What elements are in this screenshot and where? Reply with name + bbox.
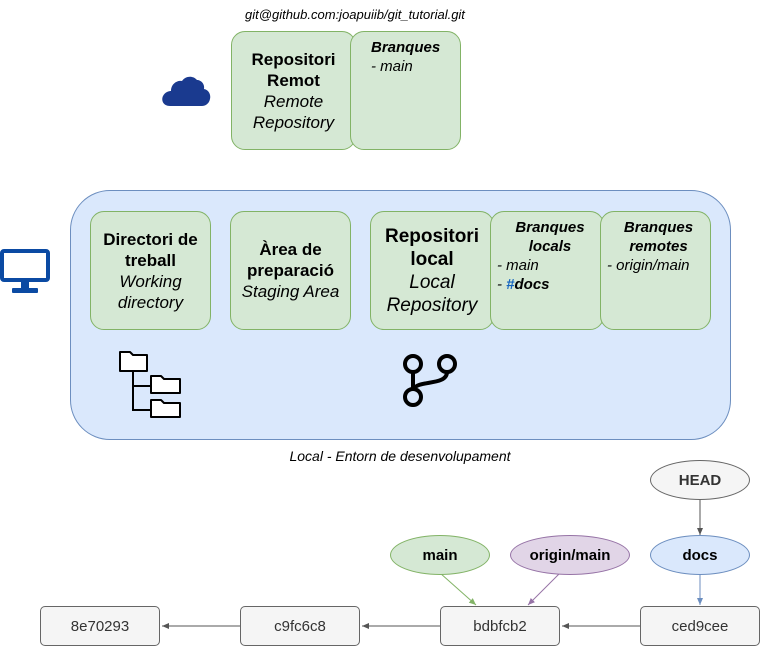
remote-title-2: Remot: [267, 70, 320, 90]
remote-tracking-header-1: Branques: [623, 219, 694, 236]
working-dir-subtitle-1: Working: [119, 271, 182, 291]
local-branch-main: - main: [497, 257, 539, 274]
docs-ref[interactable]: docs: [650, 535, 750, 575]
working-dir-subtitle-2: directory: [117, 292, 184, 312]
local-branch-docs-hash: #: [506, 276, 515, 293]
remote-branches-box[interactable]: Branques - main: [350, 31, 461, 150]
edge-main-to-bdbfcb2: [439, 572, 477, 606]
remote-branches-header: Branques: [371, 39, 441, 56]
edge-origin-main-to-bdbfcb2: [527, 572, 561, 606]
monitor-icon: [0, 249, 50, 295]
local-repository-box[interactable]: Repositori local Local Repository: [370, 211, 494, 330]
commit-8e70293[interactable]: 8e70293: [40, 606, 160, 646]
staging-area-box[interactable]: Àrea de preparació Staging Area: [230, 211, 351, 330]
origin-main-ref[interactable]: origin/main: [510, 535, 630, 575]
staging-title-1: Àrea de: [259, 240, 322, 259]
commit-bdbfcb2[interactable]: bdbfcb2: [440, 606, 560, 646]
head-ref[interactable]: HEAD: [650, 460, 750, 500]
cloud-icon: [160, 74, 212, 108]
local-branches-header-1: Branques: [515, 219, 585, 236]
remote-tracking-header-2: remotes: [629, 238, 688, 255]
staging-title-2: preparació: [247, 261, 334, 280]
remote-tracking-origin-main: - origin/main: [607, 257, 690, 274]
local-environment-caption: Local - Entorn de desenvolupament: [289, 448, 511, 464]
folder-tree-icon: [117, 350, 183, 420]
remote-repository-box[interactable]: Repositori Remot Remote Repository: [231, 31, 356, 150]
local-branch-docs: - #docs: [497, 275, 603, 294]
remote-tracking-branches-box[interactable]: Branques remotes - origin/main: [600, 211, 711, 330]
staging-subtitle: Staging Area: [241, 282, 340, 301]
commit-c9fc6c8[interactable]: c9fc6c8: [240, 606, 360, 646]
local-repo-subtitle-1: Local: [409, 271, 455, 293]
remote-subtitle-1: Remote: [263, 91, 324, 111]
remote-url: git@github.com:joapuiib/git_tutorial.git: [245, 7, 465, 22]
local-branch-docs-name: docs: [514, 276, 550, 293]
local-repo-title-2: local: [410, 248, 454, 270]
local-branches-box[interactable]: Branques locals - main - #docs: [490, 211, 604, 330]
working-directory-box[interactable]: Directori de treball Working directory: [90, 211, 211, 330]
local-repo-subtitle-2: Repository: [386, 294, 478, 316]
working-dir-title-2: treball: [124, 250, 177, 270]
local-branch-docs-prefix: -: [497, 276, 507, 293]
remote-branch-main: - main: [371, 58, 413, 75]
commit-ced9cee[interactable]: ced9cee: [640, 606, 760, 646]
local-repo-title-1: Repositori: [385, 225, 479, 247]
remote-subtitle-2: Repository: [252, 112, 335, 132]
remote-title-1: Repositori: [251, 49, 336, 69]
local-branches-header-2: locals: [528, 238, 572, 255]
git-branch-icon: [401, 352, 459, 408]
main-ref[interactable]: main: [390, 535, 490, 575]
working-dir-title-1: Directori de: [103, 229, 198, 249]
